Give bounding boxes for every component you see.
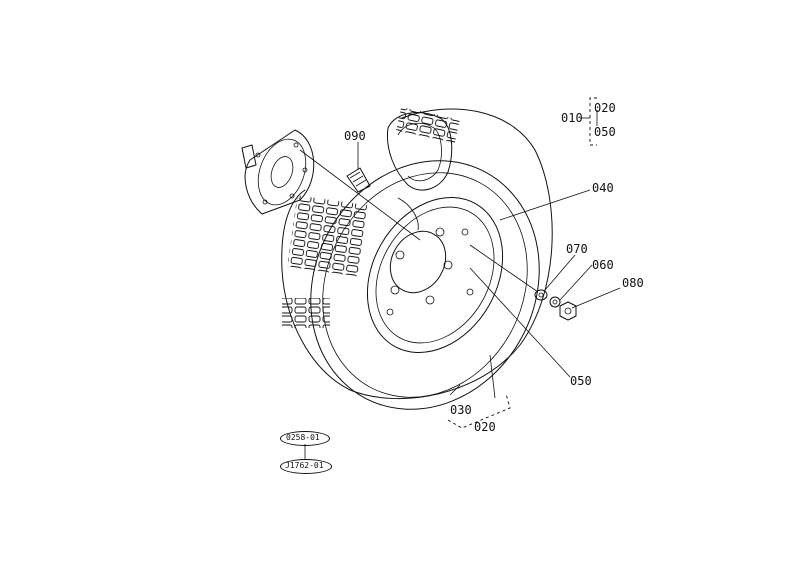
hub-flange: [241, 129, 315, 215]
callout-050: 050: [570, 374, 592, 388]
stud-bolt: [346, 167, 371, 193]
washer-060: [549, 296, 561, 308]
wheel-rim: [366, 197, 504, 353]
code-upper: 0258-01: [286, 433, 320, 442]
callout-050-top: 050: [594, 125, 616, 139]
nut-080: [559, 301, 577, 321]
callout-010: 010: [561, 111, 583, 125]
callout-040: 040: [592, 181, 614, 195]
callout-080: 080: [622, 276, 644, 290]
callout-070: 070: [566, 242, 588, 256]
callout-020-top: 020: [594, 101, 616, 115]
callout-090: 090: [344, 129, 366, 143]
callout-030: 030: [450, 403, 472, 417]
code-lower: J1762-01: [285, 461, 324, 470]
leader-lines: [357, 117, 621, 399]
code-oval-lower: [280, 459, 332, 474]
code-oval-upper: [280, 431, 330, 446]
callout-060: 060: [592, 258, 614, 272]
washer-070: [534, 289, 548, 301]
callout-020: 020: [474, 420, 496, 434]
tire: [281, 107, 553, 410]
